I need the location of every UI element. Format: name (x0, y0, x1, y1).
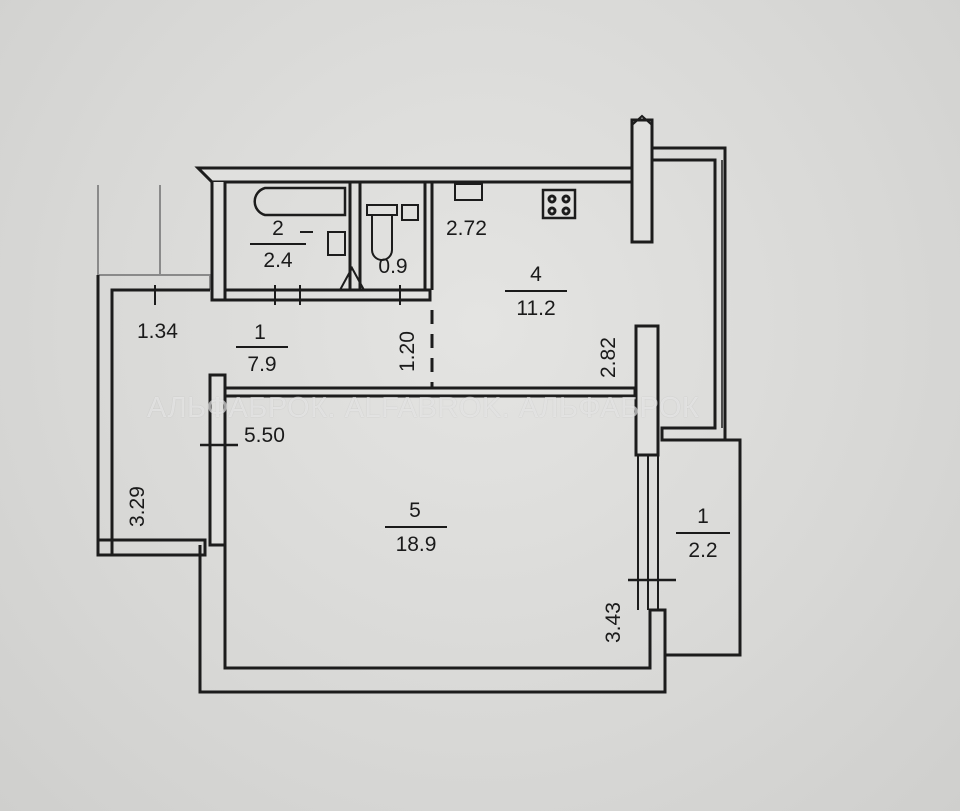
wc-door (339, 265, 365, 291)
balcony2-outline (662, 438, 742, 657)
dim-kitchen-top: 2.72 (446, 217, 487, 240)
room-2-divider (250, 243, 306, 245)
room-5-divider (385, 526, 447, 528)
wall-kitchen-window (630, 118, 654, 244)
room-2-number: 2 (272, 217, 284, 240)
wall-bath-left (210, 182, 227, 302)
dim-living-height: 3.43 (602, 602, 625, 643)
wall-living-outer (198, 545, 667, 694)
dim-hall-width: 1.34 (137, 320, 178, 343)
wall-bath-bottom (225, 288, 432, 302)
wall-wc-right (423, 182, 434, 290)
wall-right-pier (634, 324, 660, 457)
window-mark (631, 114, 653, 126)
living-window (637, 455, 659, 610)
room-4-area: 11.2 (516, 297, 556, 320)
stove (541, 188, 577, 220)
dim-hall-height: 3.29 (126, 486, 149, 527)
room-4-number: 4 (530, 263, 542, 286)
tick-marks (154, 231, 401, 305)
room-5-number: 5 (409, 499, 421, 522)
room-1-divider (236, 346, 288, 348)
room-2-area: 2.4 (263, 249, 293, 272)
room-1-number: 1 (254, 321, 266, 344)
balcony-outline (650, 146, 727, 442)
room-3-area: 0.9 (378, 255, 408, 278)
wall-entrance-left (97, 185, 211, 290)
balcony-divider (676, 532, 730, 534)
balcony-area: 2.2 (688, 539, 718, 562)
toilet (366, 204, 398, 261)
wall-hall-bottom (98, 538, 207, 557)
dim-hall-passage: 1.20 (396, 331, 419, 372)
dim-living-width: 5.50 (244, 424, 285, 447)
wc-sink (401, 204, 419, 221)
wall-top (194, 166, 642, 184)
sink-bath (327, 231, 346, 256)
room-5-area: 18.9 (395, 533, 437, 556)
kitchen-sink (454, 183, 483, 201)
watermark: АЛЬФАБРОК. ALFABROK. АЛЬФАБРОК (147, 392, 700, 424)
room-4-divider (505, 290, 567, 292)
room-1-area: 7.9 (247, 353, 277, 376)
balcony-number: 1 (697, 505, 709, 528)
dim-kitchen-side: 2.82 (597, 337, 620, 378)
bathtub (253, 186, 347, 217)
